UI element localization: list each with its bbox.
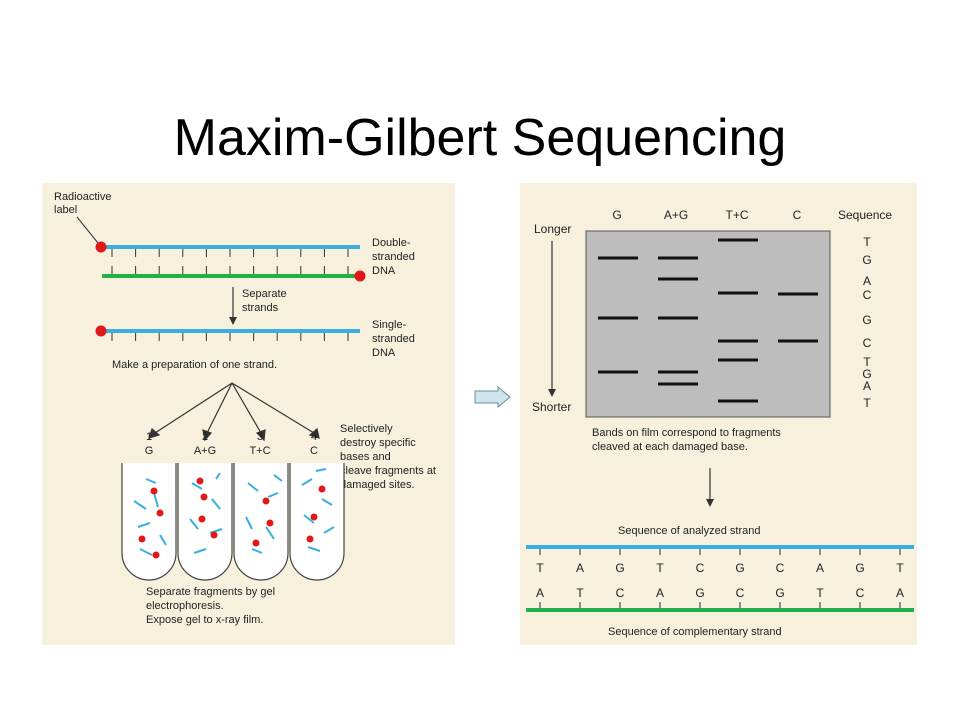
lane-ag-header: A+G (664, 208, 688, 222)
destroy-text-5: damaged sites. (340, 479, 415, 491)
complementary-base: A (896, 586, 904, 600)
tube-3-number: 3 (257, 431, 263, 443)
analyzed-base: G (735, 561, 744, 575)
slide-title: Maxim-Gilbert Sequencing (173, 109, 787, 167)
gel (585, 230, 831, 418)
lane-tc-header: T+C (725, 208, 748, 222)
sequence-letter: G (862, 253, 871, 267)
analyzed-strand-label: Sequence of analyzed strand (618, 525, 761, 537)
complementary-base: G (775, 586, 784, 600)
single-stranded-text-3: DNA (372, 347, 396, 359)
analyzed-base: C (776, 561, 785, 575)
length-arrowhead (548, 389, 556, 397)
sequence-letter: G (862, 313, 871, 327)
shorter-label: Shorter (532, 400, 571, 414)
destroy-text-1: Selectively (340, 423, 393, 435)
destroy-text-4: cleave fragments at (340, 465, 436, 477)
double-stranded-text-2: stranded (372, 251, 415, 263)
right-arrow-icon (474, 386, 511, 408)
sequencing-procedure-diagram: Radioactive label Double- stranded DNA S… (54, 191, 436, 626)
separate-arrowhead (229, 317, 237, 325)
split-arrows (148, 382, 320, 442)
analyzed-base: C (696, 561, 705, 575)
gel-bands (598, 238, 818, 403)
sequence-letter: G (862, 367, 871, 381)
sequence-letter: C (863, 336, 872, 350)
sequence-header: Sequence (838, 208, 892, 222)
complementary-base: T (816, 586, 824, 600)
sequence-letter: T (863, 235, 871, 249)
sequence-letter: T (863, 396, 871, 410)
radioactive-pointer (76, 216, 99, 244)
separate-text-1: Separate (242, 288, 287, 300)
destroy-text-2: destroy specific (340, 437, 416, 449)
complementary-base: C (736, 586, 745, 600)
gel-text-3: Expose gel to x-ray film. (146, 614, 263, 626)
left-diagram-panel: Radioactive label Double- stranded DNA S… (42, 183, 455, 645)
complementary-base: A (536, 586, 544, 600)
radioactive-label-text-2: label (54, 204, 77, 216)
preparation-text: Make a preparation of one strand. (112, 359, 277, 371)
complementary-strand-label: Sequence of complementary strand (608, 626, 782, 638)
tube-4-label: C (310, 445, 318, 457)
tube-2-number: 2 (202, 431, 208, 443)
radioactive-label-text-1: Radioactive (54, 191, 111, 203)
analyzed-base: T (896, 561, 904, 575)
radioactive-dot-single (95, 325, 107, 337)
complementary-base: C (616, 586, 625, 600)
complementary-base: G (695, 586, 704, 600)
single-stranded-text-2: stranded (372, 333, 415, 345)
separate-text-2: strands (242, 302, 279, 314)
complementary-base: C (856, 586, 865, 600)
down-arrowhead (706, 499, 714, 507)
gel-text-1: Separate fragments by gel (146, 586, 275, 598)
complementary-base: T (576, 586, 584, 600)
sequence-letter: A (863, 379, 871, 393)
tube-1-label: G (145, 445, 154, 457)
analyzed-base: A (816, 561, 824, 575)
tube-1-number: 1 (146, 431, 152, 443)
complementary-base: A (656, 586, 664, 600)
sequence-letter: T (863, 355, 871, 369)
analyzed-base: T (656, 561, 664, 575)
tube-2-label: A+G (194, 445, 216, 457)
sequence-letter: A (863, 274, 871, 288)
tube-fragments (133, 468, 335, 556)
analyzed-base: T (536, 561, 544, 575)
sequence-letter: C (863, 288, 872, 302)
tube-labeled-fragments (138, 477, 326, 559)
bands-caption-2: cleaved at each damaged base. (592, 441, 748, 453)
analyzed-base: A (576, 561, 584, 575)
destroy-text-3: bases and (340, 451, 391, 463)
lane-c-header: C (793, 208, 802, 222)
single-stranded-text-1: Single- (372, 319, 407, 331)
tube-4-number: 4 (311, 431, 317, 443)
tube-3 (233, 463, 289, 581)
tube-3-label: T+C (249, 445, 270, 457)
double-stranded-text-3: DNA (372, 265, 396, 277)
gel-text-2: electrophoresis. (146, 600, 224, 612)
bands-caption-1: Bands on film correspond to fragments (592, 427, 781, 439)
double-stranded-text-1: Double- (372, 237, 411, 249)
lane-g-header: G (612, 208, 621, 222)
radioactive-dot-bottom (354, 270, 366, 282)
analyzed-base: G (855, 561, 864, 575)
tube-1 (121, 463, 177, 581)
radioactive-dot-top (95, 241, 107, 253)
analyzed-base: G (615, 561, 624, 575)
longer-label: Longer (534, 222, 571, 236)
tube-2 (177, 463, 233, 581)
tube-4 (289, 463, 345, 581)
